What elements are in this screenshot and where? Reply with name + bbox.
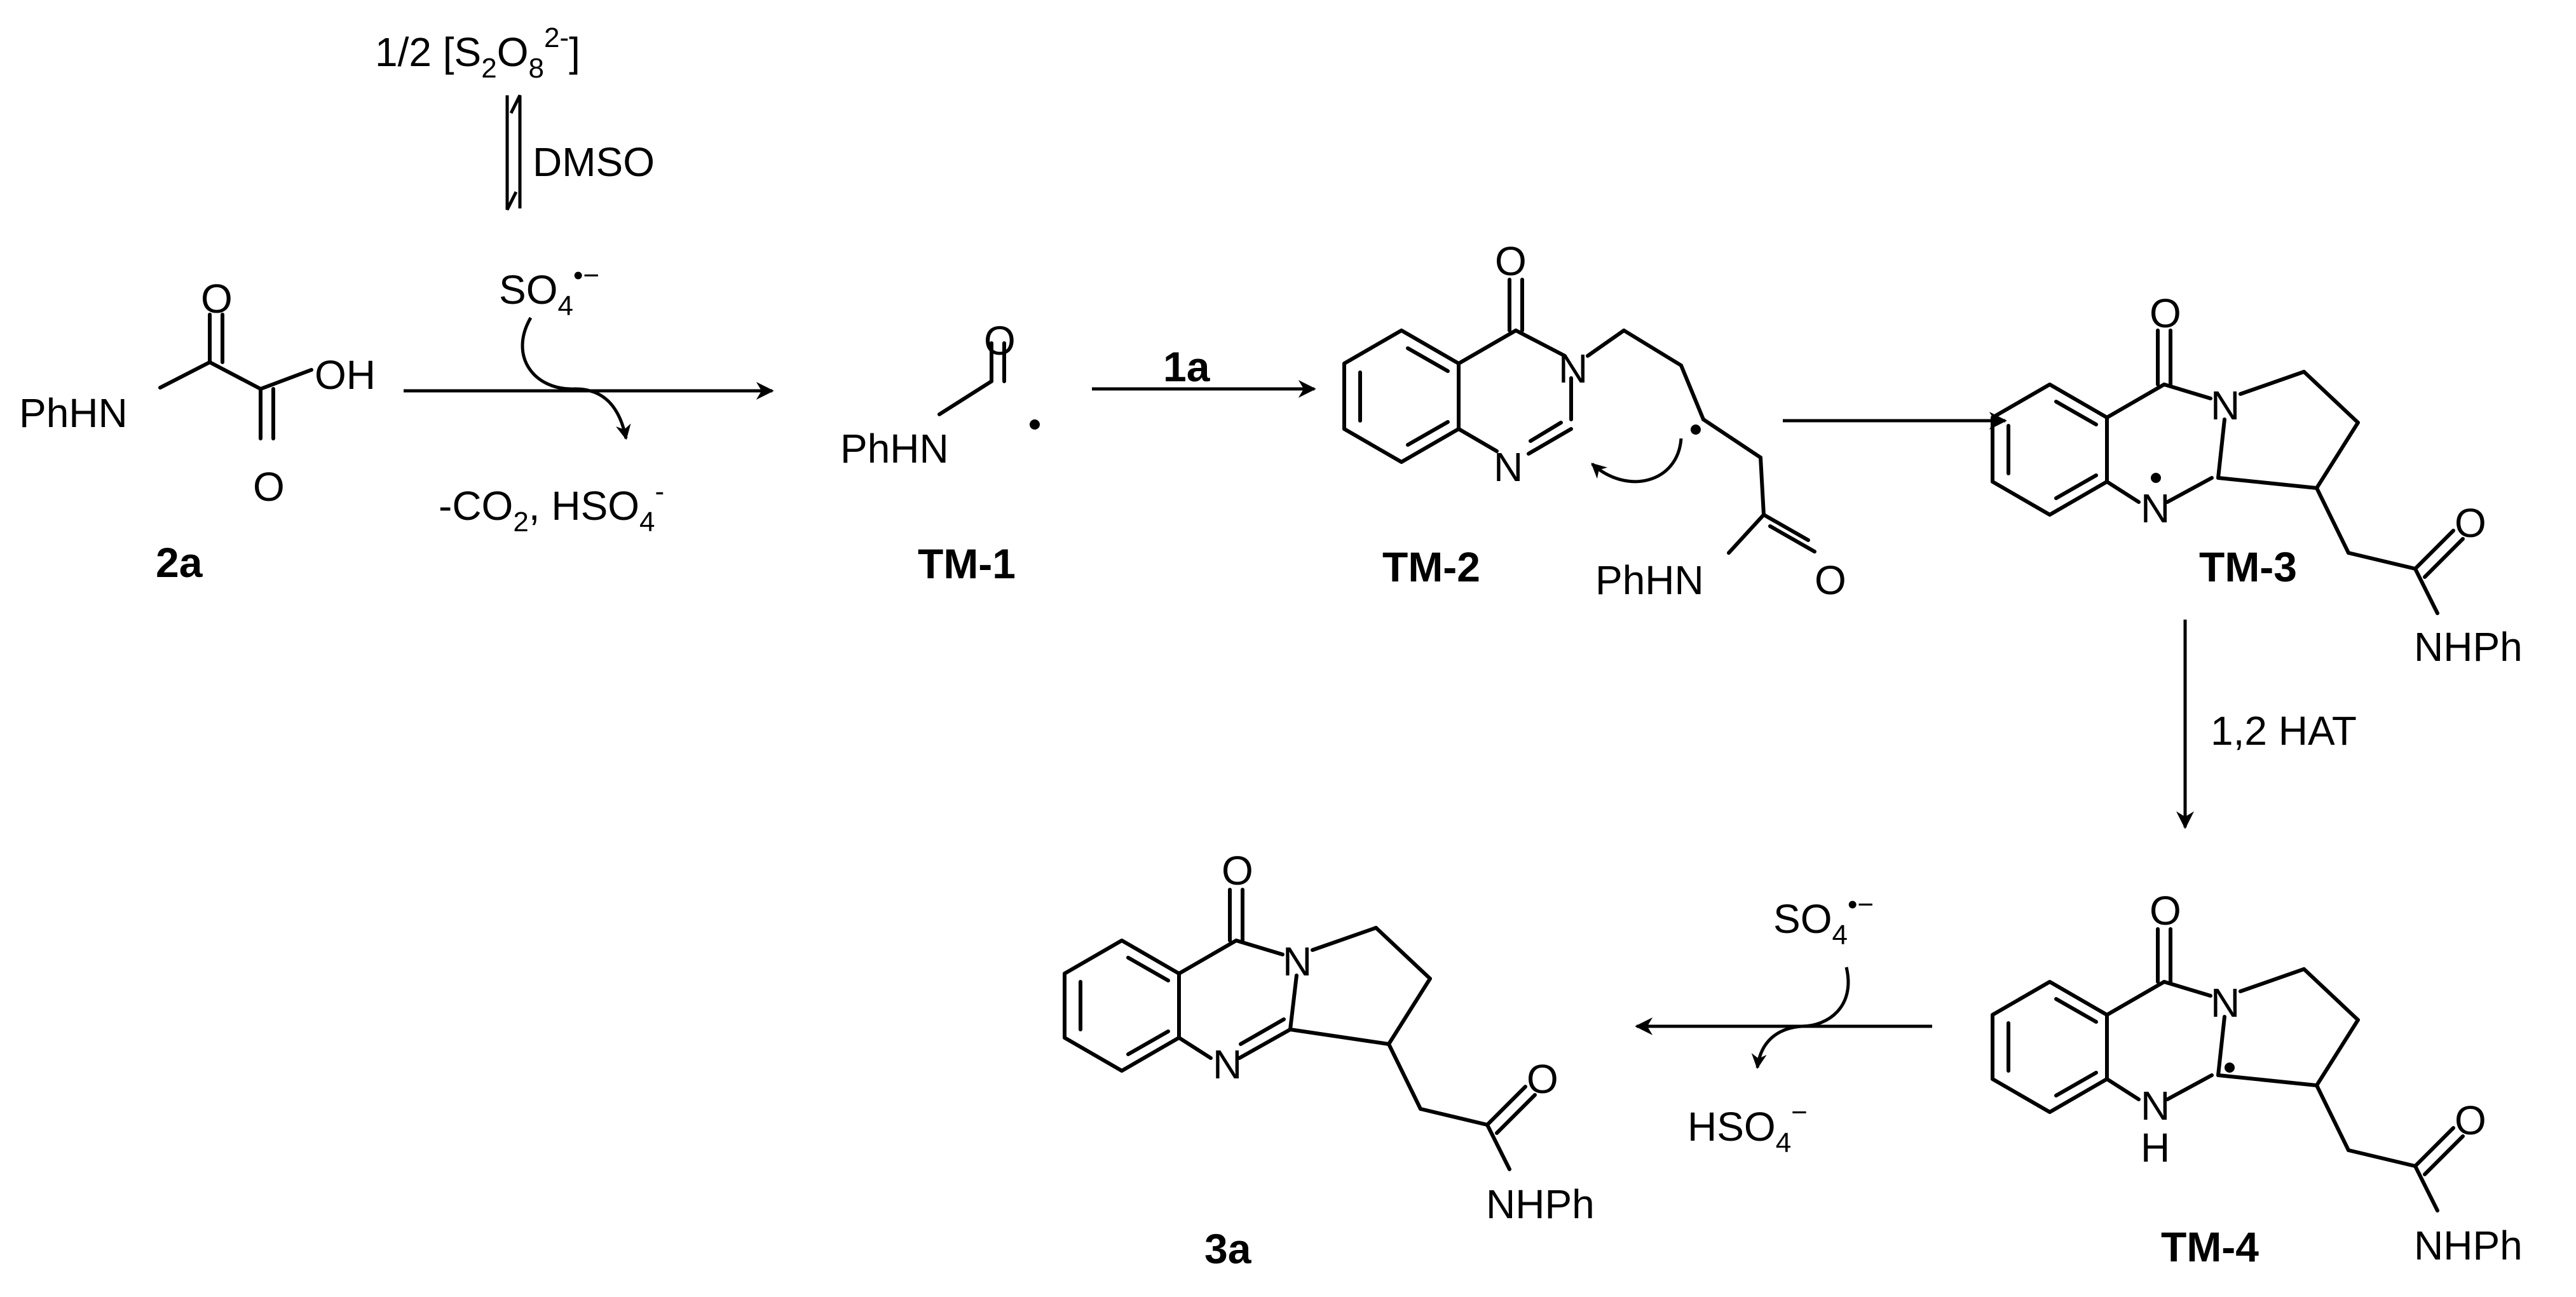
compound-tm4: O N N H O NHPh TM-4: [1991, 888, 2523, 1270]
tm2-amide-oxygen: O: [1815, 557, 1846, 603]
tm4-n-ring: N: [2211, 980, 2240, 1026]
tm4-label: TM-4: [2161, 1223, 2259, 1270]
tm3-amide-oxygen: O: [2455, 500, 2486, 546]
byproduct-hso4: HSO4−: [1687, 1097, 1808, 1158]
tm3-amine: NHPh: [2414, 624, 2523, 670]
tm2-oxygen: O: [1495, 238, 1527, 284]
tm3-label: TM-3: [2199, 543, 2297, 590]
2a-oxygen-bottom: O: [253, 464, 285, 510]
3a-n-ring: N: [1283, 939, 1312, 984]
curved-arrow-sulfate-in: [521, 316, 631, 440]
tm4-nh-hydrogen: H: [2141, 1125, 2170, 1171]
tm1-label: TM-1: [918, 540, 1016, 587]
tm4-amine: NHPh: [2414, 1223, 2523, 1268]
reagent-1a-label: 1a: [1163, 343, 1211, 390]
tm1-amine: PhHN: [840, 426, 949, 472]
3a-n-imine: N: [1213, 1042, 1242, 1087]
equilibrium-arrows: [505, 94, 522, 211]
tm2-n1: N: [1494, 444, 1523, 490]
hat-label: 1,2 HAT: [2211, 708, 2357, 754]
2a-hydroxyl: OH: [315, 352, 376, 398]
sulfate-radical-top: SO4•−: [499, 260, 599, 322]
compound-3a: O N N O NHPh 3a: [1063, 848, 1595, 1272]
persulfate-reagent: 1/2 [S2O82-]: [375, 22, 580, 84]
svg-text:-CO2, HSO4-: -CO2, HSO4-: [439, 476, 664, 538]
dmso-label: DMSO: [533, 139, 655, 185]
sulfate-radical-bottom: SO4•−: [1773, 889, 1874, 951]
tm2-label: TM-2: [1382, 543, 1480, 590]
tm2-amine: PhHN: [1595, 557, 1704, 603]
svg-text:HSO4−: HSO4−: [1687, 1097, 1808, 1158]
compound-tm1: PhHN O TM-1: [840, 318, 1040, 587]
curved-arrow-sulfate-out: [1751, 967, 1850, 1070]
svg-text:SO4•−: SO4•−: [499, 260, 599, 322]
2a-label: 2a: [156, 539, 203, 586]
byproduct-co2-hso4: -CO2, HSO4-: [439, 476, 664, 538]
svg-text:1/2 [S2O82-]: 1/2 [S2O82-]: [375, 22, 580, 84]
3a-label: 3a: [1204, 1225, 1252, 1272]
3a-amine: NHPh: [1486, 1181, 1595, 1227]
tm1-oxygen: O: [984, 318, 1016, 363]
tm2-n3: N: [1558, 346, 1588, 391]
2a-oxygen-top: O: [201, 276, 233, 322]
tm3-n-ring: N: [2211, 383, 2240, 428]
compound-2a: PhHN O O OH 2a: [19, 276, 376, 586]
tm3-n-radical: N: [2141, 486, 2170, 531]
compound-tm3: O N N O NHPh TM-3: [1991, 290, 2523, 670]
compound-tm2: O N N PhHN O TM-2: [1342, 238, 1846, 603]
tm4-amide-oxygen: O: [2455, 1097, 2486, 1143]
tm4-nh-nitrogen: N: [2141, 1083, 2170, 1129]
2a-amine: PhHN: [19, 390, 128, 436]
3a-amide-oxygen: O: [1527, 1056, 1558, 1102]
tm3-oxygen: O: [2150, 290, 2181, 336]
svg-text:SO4•−: SO4•−: [1773, 889, 1874, 951]
tm4-oxygen: O: [2150, 888, 2181, 934]
3a-oxygen: O: [1222, 848, 1253, 893]
